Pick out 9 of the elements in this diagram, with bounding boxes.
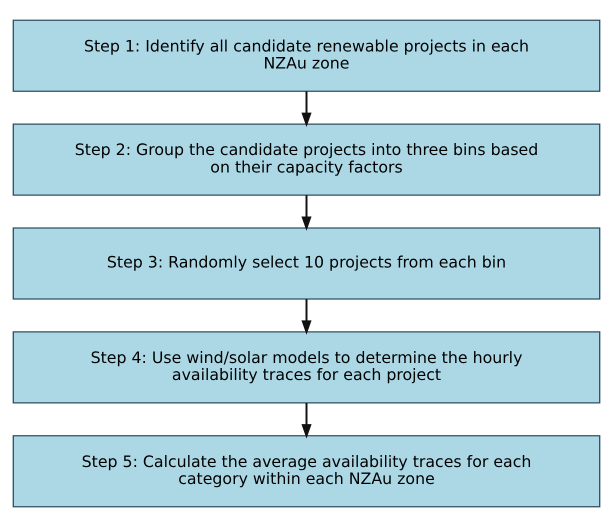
node-box: Step 2: Group the candidate projects into three bins based on their capacity factors (12, 123, 600, 196)
node-box: Step 5: Calculate the average availability traces for each category within each NZAu zone (12, 435, 600, 508)
node-box: Step 4: Use wind/solar models to determine the hourly availability traces for each project (12, 331, 600, 404)
node-box: Step 1: Identify all candidate renewable projects in each NZAu zone (12, 20, 600, 92)
arrow (301, 195, 312, 231)
arrow (301, 299, 312, 335)
node-box: Step 3: Randomly select 10 projects from each bin (12, 227, 600, 300)
arrow (301, 91, 312, 128)
arrow (301, 402, 312, 439)
